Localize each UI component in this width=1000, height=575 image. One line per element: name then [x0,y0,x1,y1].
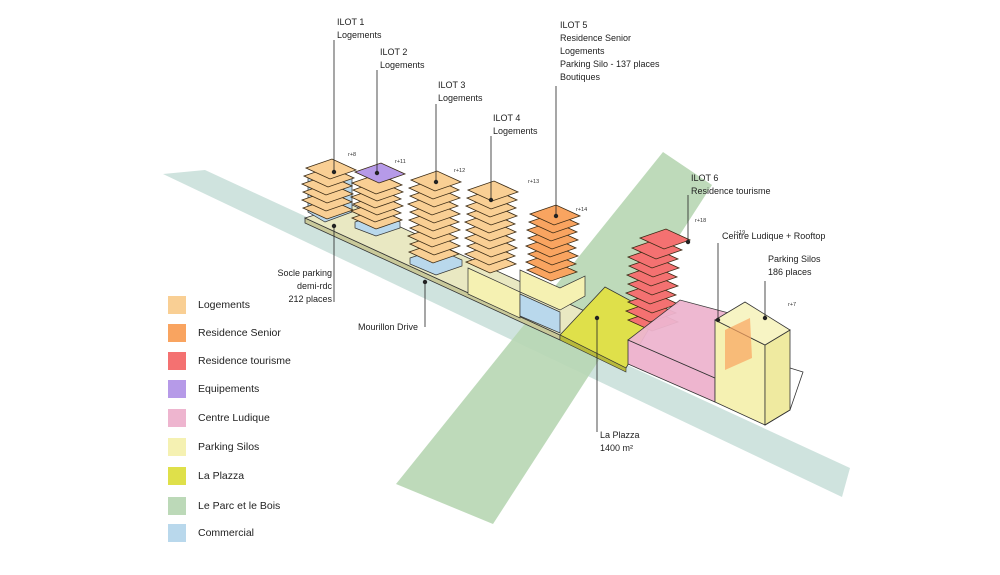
ilot-4-label: ILOT 4 Logements [493,112,538,138]
ilot-5-title: ILOT 5 [560,20,588,30]
legend-swatch [168,380,186,398]
centre-ludique-label: Centre Ludique + Rooftop [722,230,825,243]
ilot-4-title: ILOT 4 [493,113,521,123]
park-band [396,152,712,524]
legend-item: Commercial [168,524,318,544]
legend-item: Logements [168,296,318,316]
legend-label: Residence Senior [198,327,281,339]
ilot-2-title: ILOT 2 [380,47,408,57]
centre-height-label: r+19 [734,230,746,236]
mourillon-drive-text: Mourillon Drive [358,322,419,332]
ilot-5-line-2: Logements [560,46,605,56]
ilot-1-tower [301,158,357,223]
legend-swatch [168,438,186,456]
legend-item: Le Parc et le Bois [168,497,318,517]
centre-ludique-text: Centre Ludique + Rooftop [722,231,826,241]
legend-label: Residence tourisme [198,355,291,367]
legend-swatch [168,409,186,427]
socle-line-2: demi-rdc [296,281,332,291]
la-plazza-line-1: La Plazza [600,430,640,440]
ilot-1-height-label: r+8 [348,152,357,158]
legend-item: Residence tourisme [168,352,318,372]
ilot-4-height-label: r+13 [528,179,540,185]
ilot-6-title: ILOT 6 [691,173,719,183]
ilot-3-label: ILOT 3 Logements [438,79,483,105]
legend-swatch [168,352,186,370]
parking-height-label: r+7 [788,302,797,308]
legend-label: Logements [198,299,250,311]
ilot-6-label: ILOT 6 Residence tourisme [691,172,771,198]
legend-label: Parking Silos [198,441,260,453]
ilot-5-label: ILOT 5 Residence Senior Logements Parkin… [560,19,660,84]
ilot-4-line: Logements [493,126,538,136]
legend-item: Residence Senior [168,324,318,344]
parking-silos-label: Parking Silos 186 places [768,253,821,279]
ilot-5-tower [519,204,586,334]
parking-silos-line-1: Parking Silos [768,254,821,264]
ilot-2-label: ILOT 2 Logements [380,46,425,72]
socle-line-1: Socle parking [277,268,332,278]
la-plazza-side [559,334,627,373]
la-plazza-line-2: 1400 m² [600,443,634,453]
socle-label: Socle parking demi-rdc 212 places [277,267,332,306]
road-band [163,170,850,497]
ilot-5-line-3: Parking Silo - 137 places [560,59,660,69]
mourillon-drive-label: Mourillon Drive [358,321,418,334]
legend-item: La Plazza [168,467,318,487]
ilot-5-line-1: Residence Senior [560,33,632,43]
ilot-2-line: Logements [380,60,425,70]
leader-dots [331,169,768,323]
senior-overlay [725,318,752,370]
legend-label: Commercial [198,527,255,539]
parking-silos-base [764,367,804,426]
ilot-1-line: Logements [337,30,382,40]
ilot-1-title: ILOT 1 [337,17,365,27]
legend-label: Le Parc et le Bois [198,500,281,512]
ilot-2-height-label: r+11 [395,159,406,165]
socle-line-3: 212 places [288,294,332,304]
ilot-3-line: Logements [438,93,483,103]
legend-label: Centre Ludique [198,412,270,424]
legend-swatch [168,467,186,485]
ilot-5-height-label: r+14 [576,207,588,213]
legend-swatch [168,296,186,314]
ilot-2-tower [350,162,406,237]
legend-label: La Plazza [198,470,245,482]
ilot-1-label: ILOT 1 Logements [337,16,382,42]
legend-swatch [168,324,186,342]
ilot-5-line-4: Boutiques [560,72,601,82]
ilot-3-height-label: r+12 [454,168,466,174]
legend-item: Parking Silos [168,438,318,458]
ilot-6-height-label: r+18 [695,218,707,224]
legend-swatch [168,524,186,542]
legend-item: Centre Ludique [168,409,318,429]
legend-swatch [168,497,186,515]
legend-label: Equipements [198,383,260,395]
parking-silos-line-2: 186 places [768,267,812,277]
la-plazza-label: La Plazza 1400 m² [600,429,640,455]
legend-item: Equipements [168,380,318,400]
ilot-6-line: Residence tourisme [691,186,771,196]
leader-lines [333,40,766,432]
ilot-3-tower [407,170,463,276]
ilot-4-tower [464,180,521,319]
ilot-3-title: ILOT 3 [438,80,466,90]
parking-silos-side [764,329,791,426]
